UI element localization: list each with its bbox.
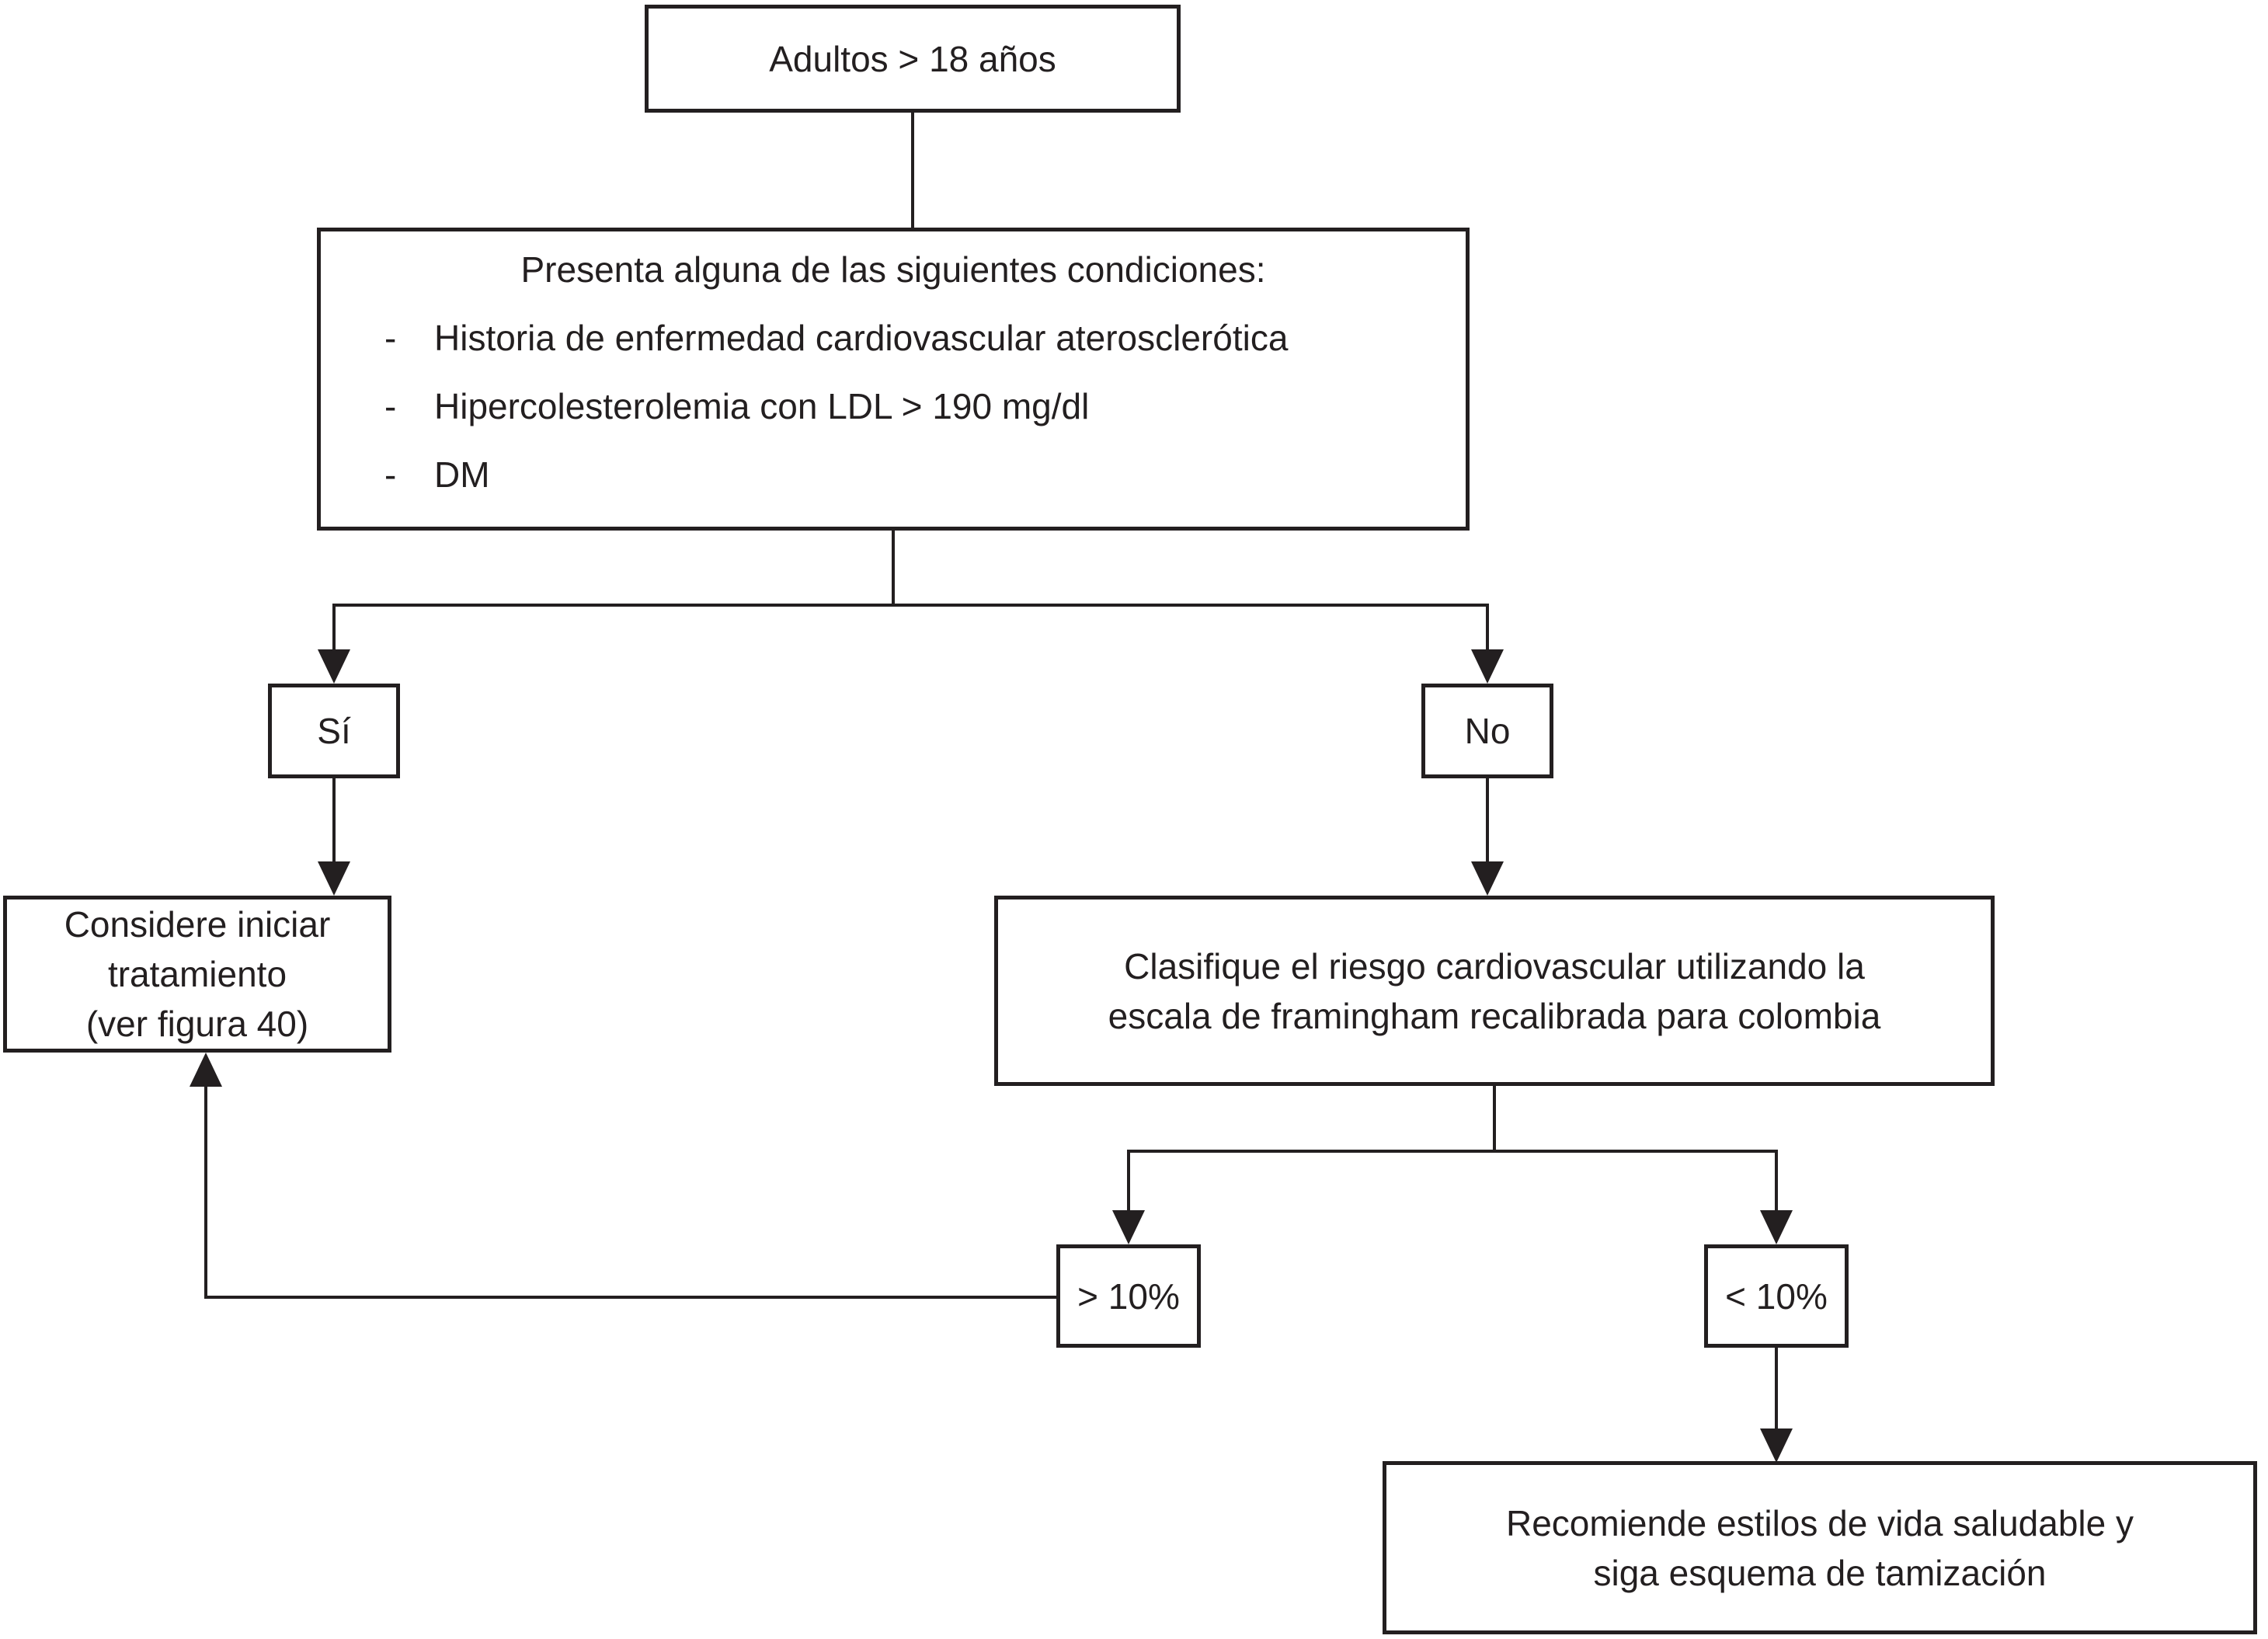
condition-item: - DM (384, 451, 1466, 499)
arrowhead-into-considere-bottom (190, 1053, 222, 1087)
connector-branch-gt10 (1127, 1150, 1130, 1212)
node-condiciones-title: Presenta alguna de las siguientes condic… (520, 249, 1266, 290)
node-recomiende-label: Recomiende estilos de vida saludable y s… (1505, 1502, 2134, 1593)
node-si-label: Sí (317, 711, 351, 751)
node-no: No (1421, 684, 1553, 778)
feedback-line-gt10-horizontal (204, 1296, 1056, 1299)
arrowhead-into-clasifique (1471, 861, 1504, 896)
arrowhead-into-recomiende (1760, 1428, 1793, 1463)
bullet-dash: - (384, 454, 397, 495)
node-condiciones: Presenta alguna de las siguientes condic… (317, 228, 1470, 531)
branch-line-si-no (332, 604, 1489, 607)
node-lt10-label: < 10% (1725, 1275, 1828, 1317)
feedback-line-gt10-vertical (204, 1084, 207, 1299)
node-recomiende: Recomiende estilos de vida saludable y s… (1383, 1461, 2257, 1634)
arrowhead-into-no (1471, 649, 1504, 684)
connector-lt10-recomiende (1775, 1348, 1778, 1430)
node-no-label: No (1464, 711, 1511, 751)
node-gt10: > 10% (1056, 1244, 1201, 1348)
arrowhead-into-si (318, 649, 350, 684)
arrowhead-into-considere-top (318, 861, 350, 896)
branch-line-percent (1127, 1150, 1778, 1153)
connector-clasifique-branch (1493, 1086, 1496, 1153)
node-gt10-label: > 10% (1077, 1275, 1180, 1317)
condition-item-label: Hipercolesterolemia con LDL > 190 mg/dl (434, 386, 1090, 426)
connector-adultos-presenta (911, 113, 914, 228)
node-adultos: Adultos > 18 años (645, 5, 1181, 113)
connector-no-clasifique (1486, 778, 1489, 863)
connector-si-considere (332, 778, 336, 863)
bullet-dash: - (384, 318, 397, 358)
connector-presenta-branch (892, 531, 895, 605)
node-lt10: < 10% (1704, 1244, 1849, 1348)
node-adultos-label: Adultos > 18 años (769, 38, 1056, 79)
connector-branch-si (332, 604, 336, 651)
condition-item: - Hipercolesterolemia con LDL > 190 mg/d… (384, 382, 1466, 430)
connector-branch-lt10 (1775, 1150, 1778, 1212)
condition-item: - Historia de enfermedad cardiovascular … (384, 314, 1466, 362)
node-clasifique-label: Clasifique el riesgo cardiovascular util… (1108, 945, 1881, 1036)
node-clasifique: Clasifique el riesgo cardiovascular util… (994, 896, 1995, 1086)
node-considere: Considere iniciar tratamiento (ver figur… (3, 896, 391, 1053)
node-si: Sí (268, 684, 400, 778)
arrowhead-into-lt10 (1760, 1210, 1793, 1244)
connector-branch-no (1486, 604, 1489, 651)
node-considere-label: Considere iniciar tratamiento (ver figur… (64, 904, 331, 1044)
bullet-dash: - (384, 386, 397, 426)
condition-item-label: DM (434, 454, 490, 495)
arrowhead-into-gt10 (1112, 1210, 1145, 1244)
condition-item-label: Historia de enfermedad cardiovascular at… (434, 318, 1289, 358)
